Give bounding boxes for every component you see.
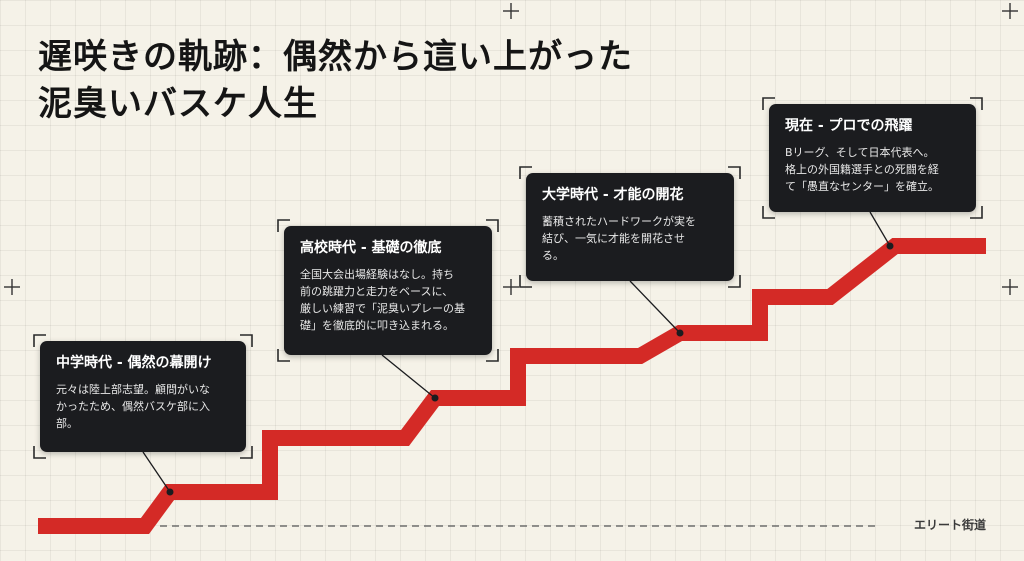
connector-university — [629, 280, 681, 334]
milestone-description-line: 蓄積されたハードワークが実を — [542, 215, 696, 228]
milestone-description-line: 全国大会出場経験はなし。持ち — [300, 268, 454, 281]
career-staircase — [38, 238, 986, 534]
elite-path-label: エリート街道 — [913, 518, 986, 532]
milestone-description-line: て「愚直なセンター」を確立。 — [785, 180, 939, 193]
connector-middle-school — [142, 451, 171, 493]
milestone-description-line: 元々は陸上部志望。顧問がいな — [56, 383, 210, 396]
milestone-card-university: 大学時代 - 才能の開花 蓄積されたハードワークが実を 結び、一気に才能を開花さ… — [526, 173, 734, 281]
title-line-1: 遅咲きの軌跡：偶然から這い上がった — [38, 37, 633, 77]
milestone-title: 現在 - プロでの飛躍 — [785, 118, 913, 134]
milestone-description: 元々は陸上部志望。顧問がいな かったため、偶然バスケ部に入 部。 — [56, 381, 232, 432]
milestone-title: 中学時代 - 偶然の幕開け — [56, 355, 212, 371]
milestone-description: 全国大会出場経験はなし。持ち 前の跳躍力と走力をベースに、 厳しい練習で「泥臭い… — [300, 266, 478, 334]
milestone-dot-pro — [886, 242, 894, 250]
milestone-description-line: 礎」を徹底的に叩き込まれる。 — [300, 319, 454, 332]
milestone-description-line: かったため、偶然バスケ部に入 — [56, 400, 210, 413]
milestone-description: 蓄積されたハードワークが実を 結び、一気に才能を開花させ る。 — [542, 213, 720, 264]
milestone-description-line: 結び、一気に才能を開花させ — [542, 232, 685, 245]
milestone-description-line: Bリーグ、そして日本代表へ。 — [785, 146, 935, 159]
connector-lines — [142, 211, 891, 493]
diagram-title: 遅咲きの軌跡：偶然から這い上がった 泥臭いバスケ人生 — [38, 34, 633, 128]
milestone-dot-university — [676, 329, 684, 337]
milestone-description: Bリーグ、そして日本代表へ。 格上の外国籍選手との死闘を経 て「愚直なセンター」… — [785, 144, 962, 195]
milestone-description-line: 部。 — [56, 417, 78, 430]
crosshair-markers — [4, 3, 1018, 295]
connector-pro — [869, 211, 891, 247]
milestone-dot-high-school — [431, 394, 439, 402]
connector-high-school — [381, 354, 436, 399]
milestone-description-line: る。 — [542, 249, 564, 262]
connector-dots — [166, 242, 894, 496]
title-line-2: 泥臭いバスケ人生 — [38, 84, 318, 124]
milestone-title: 高校時代 - 基礎の徹底 — [300, 240, 442, 256]
milestone-description-line: 前の跳躍力と走力をベースに、 — [300, 285, 454, 298]
milestone-card-pro: 現在 - プロでの飛躍 Bリーグ、そして日本代表へ。 格上の外国籍選手との死闘を… — [769, 104, 976, 212]
milestone-description-line: 厳しい練習で「泥臭いプレーの基 — [300, 302, 465, 315]
milestone-card-high-school: 高校時代 - 基礎の徹底 全国大会出場経験はなし。持ち 前の跳躍力と走力をベース… — [284, 226, 492, 355]
milestone-description-line: 格上の外国籍選手との死闘を経 — [785, 163, 939, 176]
milestone-title: 大学時代 - 才能の開花 — [542, 187, 684, 203]
card-corner-brackets — [33, 97, 983, 459]
milestone-dot-middle-school — [166, 488, 174, 496]
milestone-card-middle-school: 中学時代 - 偶然の幕開け 元々は陸上部志望。顧問がいな かったため、偶然バスケ… — [40, 341, 246, 452]
